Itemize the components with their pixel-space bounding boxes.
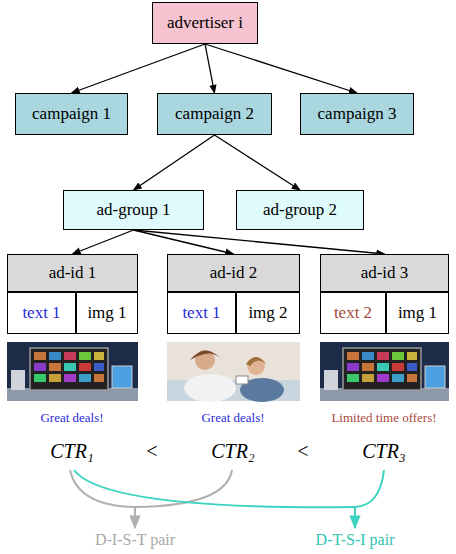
node-text: ad-group 2 — [263, 200, 337, 220]
family-picture — [167, 342, 300, 402]
pair-label: D-I-S-T pair — [95, 531, 175, 549]
tree-connector — [205, 44, 357, 93]
node-text: ad-group 1 — [96, 200, 170, 220]
node-text: text 1 — [182, 303, 220, 323]
pair-label: D-T-S-I pair — [316, 531, 395, 549]
advertiser-box: advertiser i — [152, 2, 258, 44]
campaign-box: campaign 1 — [15, 93, 128, 135]
ctr-value: CTR₂ — [211, 440, 255, 463]
tree-connector — [205, 44, 215, 93]
ad-group-box: ad-group 2 — [236, 190, 364, 230]
campaign-box: campaign 3 — [300, 93, 414, 135]
node-text: campaign 3 — [318, 104, 397, 124]
node-text: campaign 1 — [32, 104, 111, 124]
less-than: < — [297, 440, 308, 463]
text-cell: text 1 — [167, 292, 236, 334]
text-cell: text 2 — [320, 292, 386, 334]
tree-connector — [134, 230, 234, 254]
dtsi-line — [355, 470, 384, 507]
pair-lines — [70, 470, 384, 528]
ad-caption: Great deals! — [40, 410, 103, 426]
node-text: text 1 — [22, 303, 60, 323]
ad-caption: Great deals! — [201, 410, 264, 426]
dtsi-arrow — [354, 507, 356, 528]
campaign-box: campaign 2 — [157, 93, 272, 135]
less-than: < — [146, 440, 157, 463]
img-cell: img 1 — [386, 292, 449, 334]
dist-arrow — [134, 507, 136, 528]
img-cell: img 1 — [76, 292, 138, 334]
tree-connector — [215, 135, 301, 190]
node-text: text 2 — [334, 303, 372, 323]
text-cell: text 1 — [7, 292, 76, 334]
tree-connector — [134, 230, 385, 254]
ad-id-box: ad-id 1 — [7, 254, 138, 292]
node-text: img 2 — [248, 303, 287, 323]
tv-picture — [7, 342, 138, 401]
img-cell: img 2 — [236, 292, 300, 334]
ctr-value: CTR₁ — [50, 440, 94, 463]
node-text: ad-id 2 — [210, 263, 258, 283]
node-text: img 1 — [87, 303, 126, 323]
tree-connector — [134, 135, 215, 190]
ad-group-box: ad-group 1 — [63, 190, 204, 230]
node-text: img 1 — [398, 303, 437, 323]
node-text: ad-id 3 — [361, 263, 409, 283]
ad-id-box: ad-id 3 — [320, 254, 449, 292]
tree-connector — [73, 230, 134, 254]
node-text: campaign 2 — [175, 104, 254, 124]
dtsi-line — [74, 470, 355, 507]
ad-caption: Limited time offers! — [331, 410, 436, 426]
ad-id-box: ad-id 2 — [167, 254, 300, 292]
node-text: ad-id 1 — [49, 263, 97, 283]
tv-picture — [320, 342, 449, 401]
node-text: advertiser i — [167, 13, 243, 33]
tree-connector — [72, 44, 206, 93]
ctr-value: CTR₃ — [362, 440, 406, 463]
